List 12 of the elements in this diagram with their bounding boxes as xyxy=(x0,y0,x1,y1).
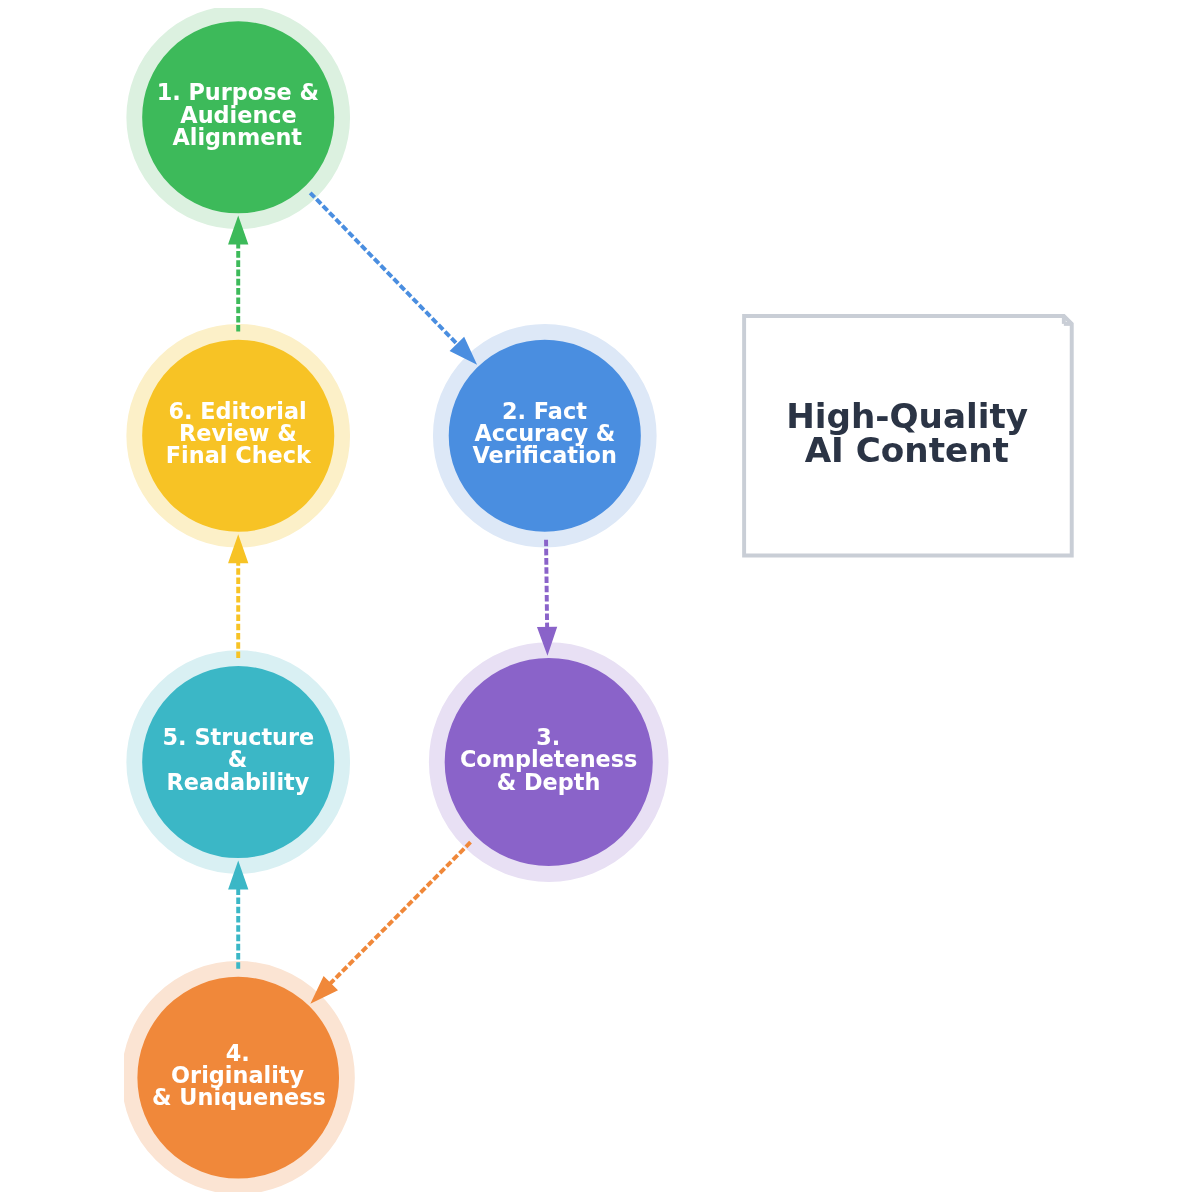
node-circle: 5. Structure & Readability xyxy=(125,650,350,874)
node-circle: 2. Fact Accuracy & Verification xyxy=(432,323,657,548)
arrow xyxy=(308,191,477,365)
node-circle: 3. Completeness & Depth xyxy=(428,642,669,882)
arrow xyxy=(309,840,472,1004)
arrow xyxy=(536,539,557,656)
node-circle: 4. Originality & Uniqueness xyxy=(123,961,355,1192)
node-circle: 1. Purpose & Audience Alignment xyxy=(125,8,350,230)
node-circle: 6. Editorial Review & Final Check xyxy=(125,323,350,548)
arrow xyxy=(227,860,248,969)
arrow xyxy=(227,534,248,658)
arrow xyxy=(227,215,248,332)
